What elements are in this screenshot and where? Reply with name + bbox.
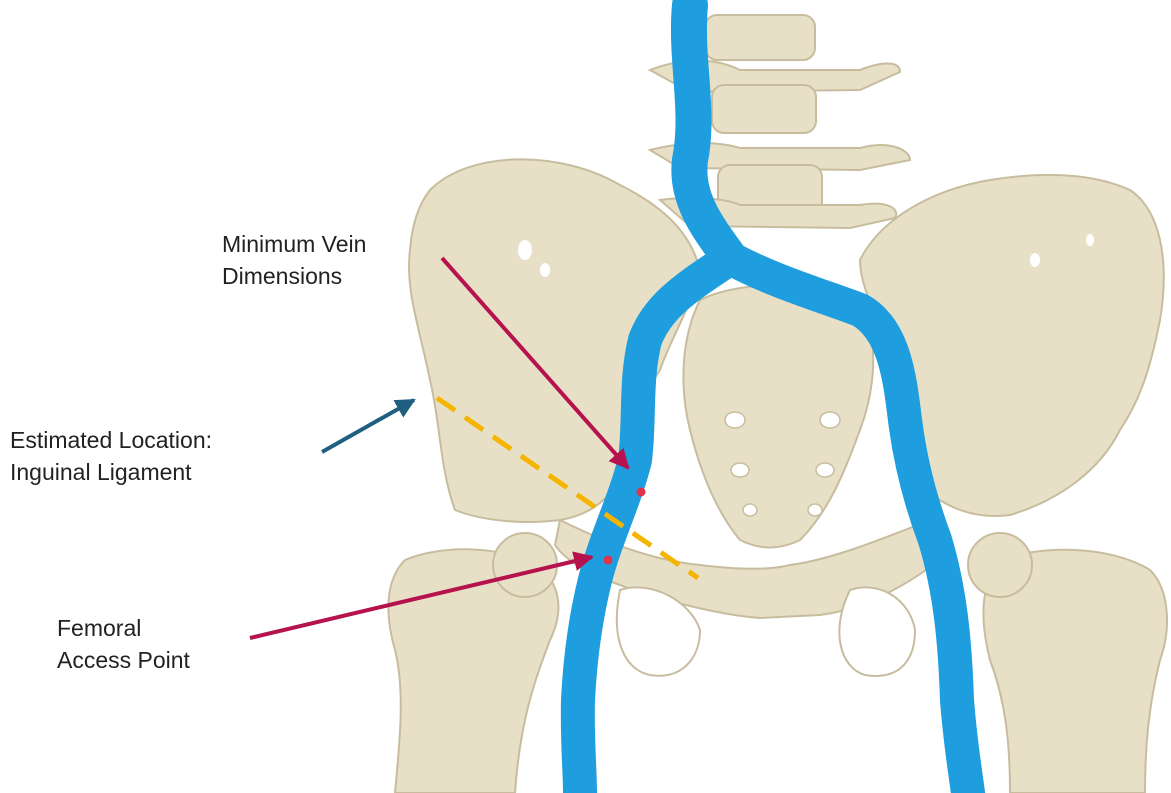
pelvis-bone-illustration bbox=[388, 15, 1167, 793]
minimum-vein-point bbox=[637, 488, 646, 497]
sacrum bbox=[683, 285, 873, 548]
inguinal-label-line2: Inguinal Ligament bbox=[10, 456, 212, 488]
minimum-vein-label-line1: Minimum Vein bbox=[222, 228, 366, 260]
inguinal-label-line1: Estimated Location: bbox=[10, 424, 212, 456]
minimum-vein-label-line2: Dimensions bbox=[222, 260, 366, 292]
femoral-label-line1: Femoral bbox=[57, 612, 190, 644]
femoral-label-line2: Access Point bbox=[57, 644, 190, 676]
inguinal-estimate-arrow bbox=[322, 400, 414, 452]
minimum-vein-label: Minimum Vein Dimensions bbox=[222, 228, 366, 292]
femoral-access-point-dot bbox=[604, 556, 613, 565]
femoral-access-label: Femoral Access Point bbox=[57, 612, 190, 676]
inguinal-ligament-label: Estimated Location: Inguinal Ligament bbox=[10, 424, 212, 488]
